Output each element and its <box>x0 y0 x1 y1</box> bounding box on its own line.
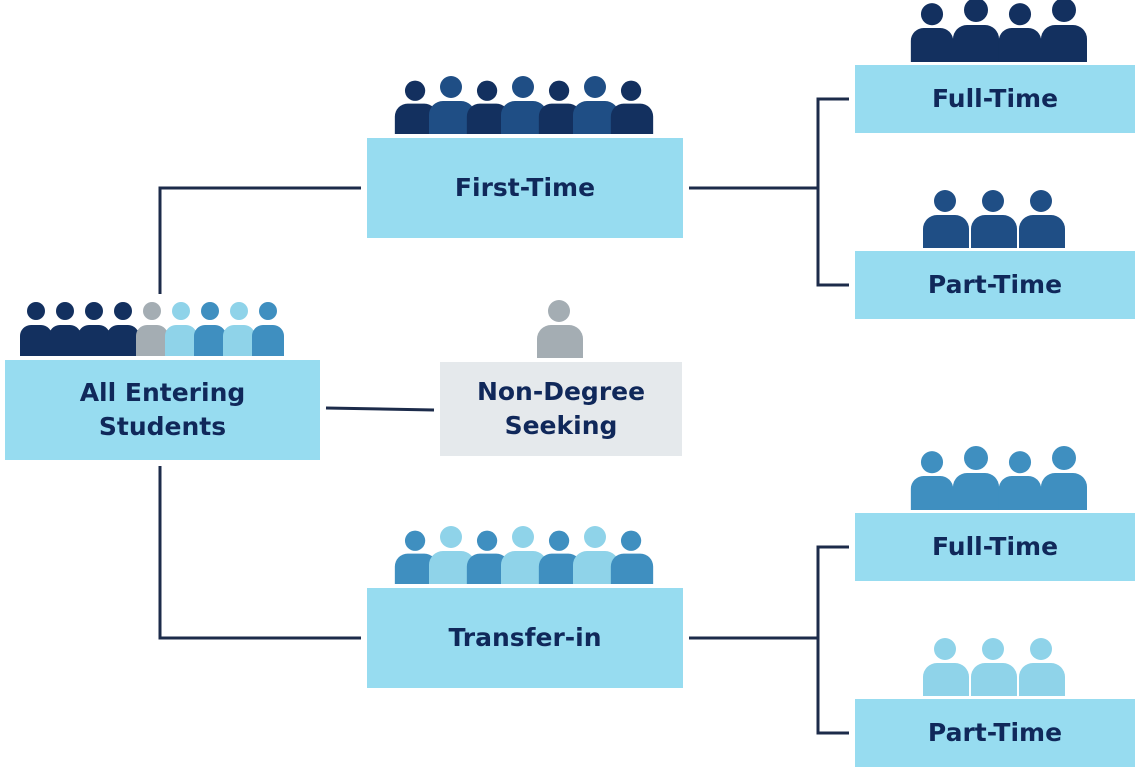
person-icon <box>998 3 1042 62</box>
person-icon <box>1019 190 1065 248</box>
node-label-line-1: Non-Degree <box>476 377 646 406</box>
connector-all-entering-to-first-time <box>158 186 361 294</box>
node-label: First-Time <box>454 173 596 202</box>
node-label: Full-Time <box>931 532 1059 561</box>
person-icon <box>971 190 1017 248</box>
person-icon <box>78 302 110 356</box>
person-icon <box>923 638 969 696</box>
person-icon <box>953 0 999 62</box>
node-label-line-2: Students <box>98 412 227 441</box>
node-first-time-part-time: Part-Time <box>855 251 1135 319</box>
node-label: Full-Time <box>931 84 1059 113</box>
person-icon <box>998 451 1042 510</box>
node-transfer-in-part-time: Part-Time <box>855 699 1135 767</box>
person-icon <box>910 451 954 510</box>
node-label: Part-Time <box>927 718 1063 747</box>
crowd-first-time <box>393 64 655 134</box>
node-non-degree-seeking: Non-Degree Seeking <box>440 362 682 456</box>
node-label: Part-Time <box>927 270 1063 299</box>
person-icon <box>610 80 654 134</box>
connector-first-time-to-ft-full-time <box>689 97 849 190</box>
person-icon <box>223 302 255 356</box>
person-icon <box>1041 446 1087 510</box>
connector-all-entering-to-non-degree <box>325 406 435 412</box>
connector-transfer-in-to-ti-part-time <box>689 636 849 735</box>
crowd-transfer-in <box>393 514 655 584</box>
person-icon <box>971 638 1017 696</box>
crowd-transfer-in-full-time <box>909 446 1087 510</box>
person-icon <box>953 446 999 510</box>
person-icon <box>49 302 81 356</box>
crowd-non-degree <box>537 298 583 358</box>
person-icon <box>537 300 583 358</box>
crowd-first-time-full-time <box>909 0 1087 62</box>
person-icon <box>923 190 969 248</box>
person-icon <box>107 302 139 356</box>
person-icon <box>165 302 197 356</box>
person-icon <box>910 3 954 62</box>
person-icon <box>136 302 168 356</box>
node-transfer-in-full-time: Full-Time <box>855 513 1135 581</box>
node-first-time: First-Time <box>367 138 683 238</box>
crowd-first-time-part-time <box>923 188 1065 248</box>
crowd-all-entering <box>20 294 284 356</box>
person-icon <box>20 302 52 356</box>
node-label: Transfer-in <box>448 623 602 652</box>
person-icon <box>252 302 284 356</box>
node-label-line-2: Seeking <box>504 411 618 440</box>
edge-layer <box>158 97 849 735</box>
node-transfer-in: Transfer-in <box>367 588 683 688</box>
person-icon <box>1019 638 1065 696</box>
node-first-time-full-time: Full-Time <box>855 65 1135 133</box>
node-label-line-1: All Entering <box>79 378 246 407</box>
crowd-transfer-in-part-time <box>923 636 1065 696</box>
connector-first-time-to-ft-part-time <box>689 186 849 287</box>
connector-transfer-in-to-ti-full-time <box>689 545 849 640</box>
connector-all-entering-to-transfer-in <box>158 466 361 640</box>
person-icon <box>1041 0 1087 62</box>
node-all-entering-students: All Entering Students <box>5 360 320 460</box>
person-icon <box>610 530 654 584</box>
person-icon <box>194 302 226 356</box>
